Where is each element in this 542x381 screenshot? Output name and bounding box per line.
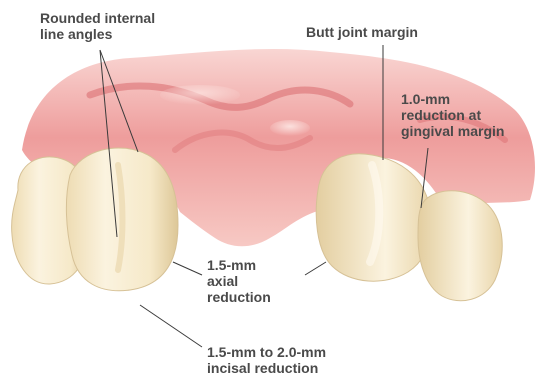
rounded-internal-line-angles-label: Rounded internal line angles [40,10,155,42]
right-lateral-tooth [418,191,502,301]
label-line: line angles [40,26,155,42]
leader-axial-left [173,262,202,275]
label-line: reduction [207,289,271,305]
incisal-reduction-label: 1.5-mm to 2.0-mm incisal reduction [207,344,326,376]
butt-joint-margin-label: Butt joint margin [306,24,418,40]
label-line: gingival margin [401,123,504,139]
label-line: 1.5-mm to 2.0-mm [207,344,326,360]
label-line: axial [207,273,271,289]
axial-reduction-label: 1.5-mm axial reduction [207,257,271,305]
label-line: reduction at [401,107,504,123]
label-line: 1.0-mm [401,91,504,107]
label-line: Rounded internal [40,10,155,26]
leader-axial-right [305,262,326,275]
leader-incisal [140,305,202,347]
label-line: 1.5-mm [207,257,271,273]
gingival-margin-reduction-label: 1.0-mm reduction at gingival margin [401,91,504,139]
label-line: incisal reduction [207,360,326,376]
label-line: Butt joint margin [306,24,418,40]
